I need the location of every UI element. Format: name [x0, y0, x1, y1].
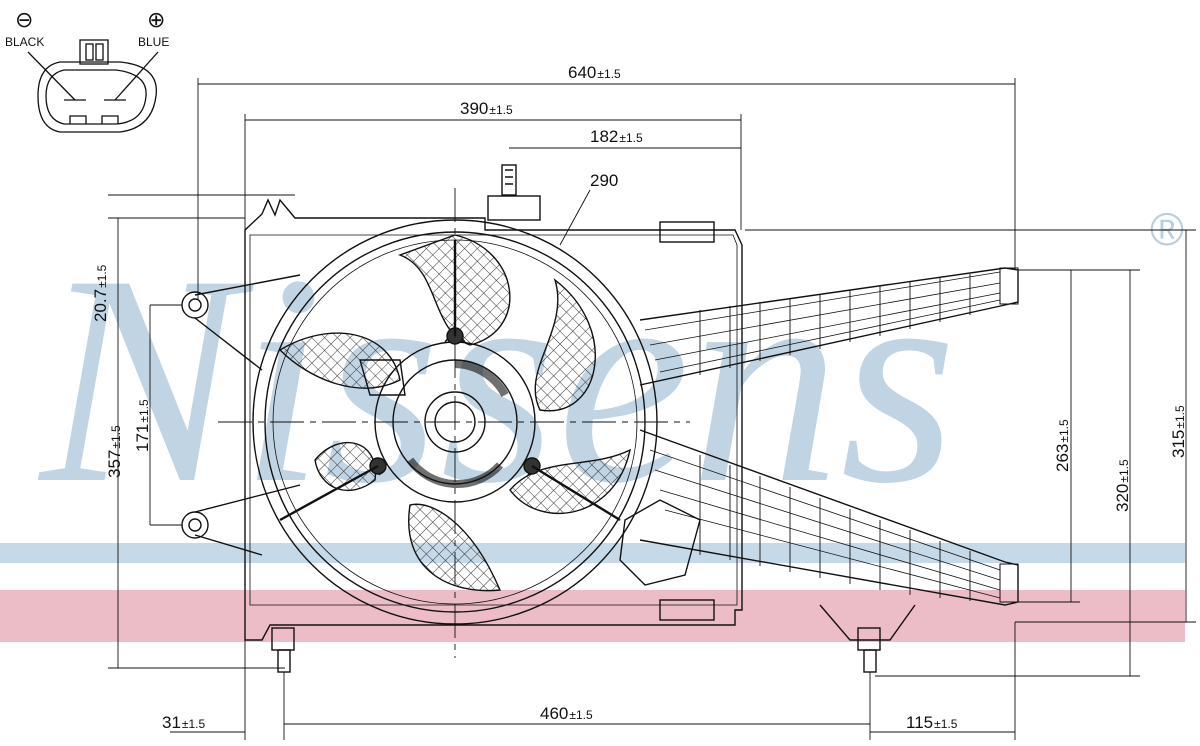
negative-symbol: ⊖	[15, 8, 33, 33]
dim-171: 171±1.5	[133, 399, 152, 452]
dim-20-7: 20.7±1.5	[91, 264, 110, 322]
dimension-labels: 640±1.5 390±1.5 182±1.5 290 20.7±1.5 357…	[91, 63, 1188, 732]
dim-460: 460±1.5	[540, 704, 593, 723]
dim-390: 390±1.5	[460, 99, 513, 118]
blade-right	[534, 278, 596, 412]
blade-left	[278, 332, 401, 389]
dim-357: 357±1.5	[105, 425, 124, 478]
dim-263: 263±1.5	[1053, 419, 1072, 472]
blade-lower-left	[314, 441, 376, 491]
dim-320: 320±1.5	[1113, 459, 1132, 512]
pink-band	[0, 590, 1185, 642]
fan-rotor	[218, 188, 690, 658]
positive-symbol: ⊕	[147, 8, 165, 33]
dimension-lines	[108, 78, 1196, 740]
fan-shroud	[181, 164, 1019, 673]
dim-640: 640±1.5	[568, 63, 621, 82]
connector-symbol: ⊖ ⊕ BLACK BLUE	[5, 8, 169, 133]
dim-290: 290	[590, 171, 618, 190]
blue-label: BLUE	[138, 35, 169, 49]
dim-115: 115±1.5	[906, 713, 958, 732]
dim-182: 182±1.5	[590, 127, 643, 146]
dim-315: 315±1.5	[1169, 405, 1188, 458]
dim-31: 31±1.5	[162, 713, 206, 732]
blade-bottom-right	[509, 448, 631, 515]
black-label: BLACK	[5, 35, 44, 49]
blade-bottom	[408, 503, 502, 592]
registered-mark: ®	[1150, 203, 1184, 255]
